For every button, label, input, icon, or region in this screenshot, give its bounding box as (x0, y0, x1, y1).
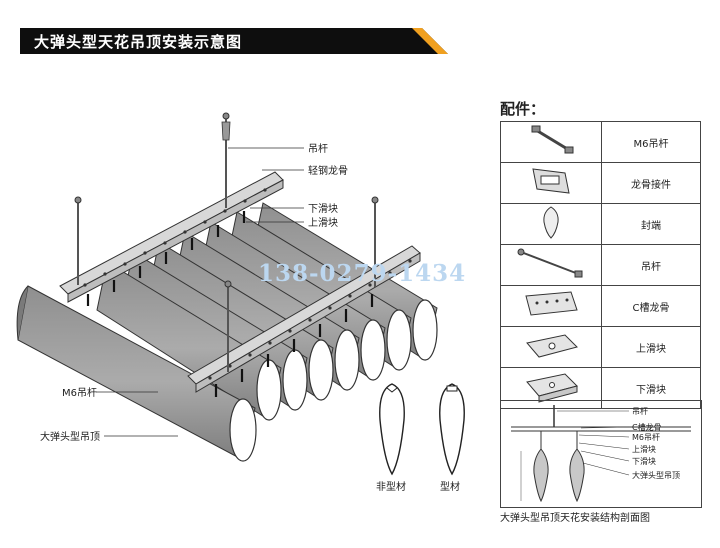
label-m6-rod: M6吊杆 (62, 387, 97, 399)
table-row: 吊杆 (500, 244, 701, 286)
non-profile-cross-section (379, 383, 405, 476)
table-row: 龙骨接件 (500, 162, 701, 204)
section-label: 下滑块 (632, 456, 656, 466)
c-channel-keel-icon (525, 291, 578, 316)
cross-section-view: 吊杆 C槽龙骨 M6吊杆 上滑块 下滑块 大弹头型吊顶 (500, 400, 702, 508)
part-name: 下滑块 (601, 367, 701, 409)
part-name: C槽龙骨 (601, 285, 701, 327)
part-name: 吊杆 (601, 244, 701, 286)
label-lower-slider: 下滑块 (308, 203, 338, 215)
end-cap-icon (543, 206, 559, 239)
banner-title: 大弹头型天花吊顶安装示意图 (34, 33, 243, 51)
parts-title: 配件： (500, 100, 546, 118)
table-row: 下滑块 (500, 367, 701, 409)
m6-rod-icon (531, 125, 574, 154)
table-row: 封端 (500, 203, 701, 245)
lower-slider-icon (526, 373, 578, 403)
c-channel-keel-1 (59, 112, 284, 306)
c-channel-keel-2 (187, 196, 421, 397)
section-label: M6吊杆 (632, 432, 660, 442)
table-row: M6吊杆 (500, 121, 701, 163)
part-name: 封端 (601, 203, 701, 245)
upper-slider-icon (526, 334, 578, 358)
cross-section-drawing: 吊杆 C槽龙骨 M6吊杆 上滑块 下滑块 大弹头型吊顶 (511, 405, 691, 503)
keel-connector-icon (532, 168, 570, 194)
section-caption: 大弹头型吊顶天花安装结构剖面图 (500, 513, 650, 524)
section-label: 上滑块 (632, 444, 656, 454)
ceiling-install-diagram: 吊杆 轻钢龙骨 下滑块 上滑块 M6吊杆 大弹头型吊顶 非型材 型材 (16, 112, 465, 493)
section-label: 吊杆 (632, 406, 648, 416)
section-label: 大弹头型吊顶 (632, 470, 680, 480)
baffle-front (16, 285, 257, 462)
label-product: 大弹头型吊顶 (40, 430, 100, 443)
banner-background (20, 28, 448, 54)
table-row: 上滑块 (500, 326, 701, 368)
label-profile: 型材 (440, 480, 460, 493)
profile-cross-section (439, 383, 465, 476)
part-name: M6吊杆 (601, 121, 701, 163)
part-name: 龙骨接件 (601, 162, 701, 204)
parts-table: M6吊杆 龙骨接件 封端 吊杆 (500, 121, 701, 409)
hanger-rod-icon (517, 248, 583, 278)
phone-watermark: 138-0279-1434 (258, 260, 467, 287)
part-name: 上滑块 (601, 326, 701, 368)
label-upper-slider: 上滑块 (308, 217, 338, 229)
label-non-profile: 非型材 (376, 480, 406, 493)
title-banner: 大弹头型天花吊顶安装示意图 (20, 28, 448, 54)
label-hanger-rod: 吊杆 (308, 143, 328, 155)
section-label: C槽龙骨 (632, 422, 662, 432)
table-row: C槽龙骨 (500, 285, 701, 327)
label-light-steel-keel: 轻钢龙骨 (308, 164, 348, 177)
